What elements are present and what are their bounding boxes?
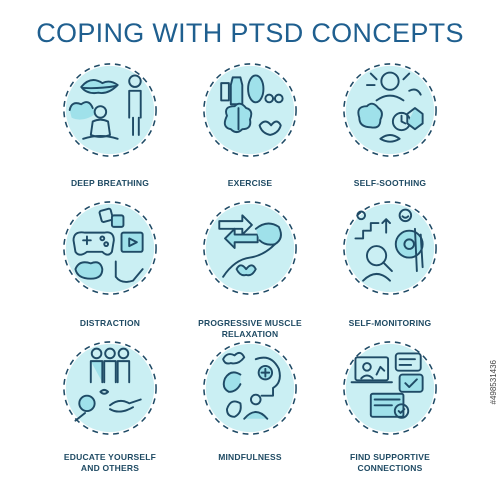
muscle-relaxation-icon [203,201,297,295]
educate-icon [63,341,157,435]
concept-self-soothing: SELF-SOOTHING [320,62,460,197]
stock-id: #498531436 [489,360,498,405]
concept-label: EXERCISE [227,178,273,188]
mindfulness-icon [203,341,297,435]
concept-self-monitoring: SELF-MONITORING [320,200,460,335]
concept-label: DISTRACTION [79,318,141,328]
concept-exercise: EXERCISE [180,62,320,197]
supportive-connections-icon [343,341,437,435]
distraction-icon [63,201,157,295]
self-soothing-icon [343,63,437,157]
exercise-icon [203,63,297,157]
self-monitoring-icon [343,201,437,295]
concept-label: MINDFULNESS [218,452,282,462]
concept-label: DEEP BREATHING [70,178,150,188]
concept-distraction: DISTRACTION [40,200,180,335]
concept-label: SELF-SOOTHING [353,178,427,188]
concept-label: SELF-MONITORING [348,318,432,328]
deep-breathing-icon [63,63,157,157]
concept-mindfulness: MINDFULNESS [180,340,320,475]
page-title: COPING WITH PTSD CONCEPTS [36,18,464,48]
concept-deep-breathing: DEEP BREATHING [40,62,180,197]
